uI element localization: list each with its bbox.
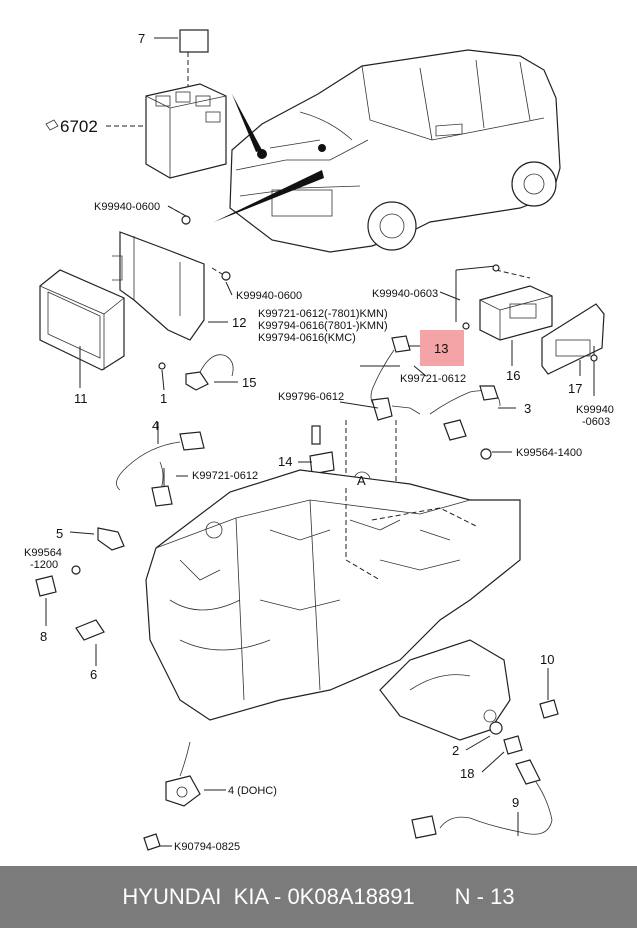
label-10: 10	[540, 652, 554, 667]
gasket-part-2	[465, 721, 503, 751]
label-13: 13	[434, 341, 448, 356]
label-6: 6	[90, 667, 97, 682]
label-circle-a: A	[357, 473, 366, 488]
label-16: 16	[506, 368, 520, 383]
label-11: 11	[74, 391, 88, 406]
label-3: 3	[524, 401, 531, 416]
label-5: 5	[56, 526, 63, 541]
label-14: 14	[278, 454, 292, 469]
sensor-part-8	[35, 565, 81, 626]
label-k99940-0603-a: K99940-0603	[372, 288, 438, 300]
footer-part-number: HYUNDAI KIA - 0K08A18891	[122, 884, 415, 909]
ecu-part-11	[39, 269, 125, 388]
part-labels: 7 6702 K99940-0600 K99940-0600 K99940-06…	[24, 31, 614, 853]
sensor-part-4	[116, 422, 205, 507]
label-k99564-1400: K99564-1400	[516, 447, 582, 459]
part-13-highlight	[420, 330, 464, 366]
label-1: 1	[160, 391, 167, 406]
leader-lines	[167, 205, 461, 409]
label-4-dohc: 4 (DOHC)	[228, 785, 277, 797]
sensor-part-5	[69, 527, 125, 551]
label-k99794-kmc: K99794-0616(KMC)	[258, 332, 356, 344]
label-2: 2	[452, 743, 459, 758]
label-k99721-7801: K99721-0612(-7801)KMN)	[258, 308, 388, 320]
sensor-part-10	[539, 668, 559, 719]
oxygen-sensor-part-9	[411, 759, 553, 839]
sensor-part-18	[481, 735, 523, 773]
label-7: 7	[138, 31, 145, 46]
parts-diagram: 7 6702 K99940-0600 K99940-0600 K99940-06…	[24, 29, 614, 853]
sensor-part-6	[75, 619, 105, 666]
label-k99796-0612: K99796-0612	[278, 391, 344, 403]
label-k99940-b-top: K99940	[576, 404, 614, 416]
label-9: 9	[512, 795, 519, 810]
vehicle-illustration	[214, 49, 561, 253]
module-part-16	[455, 264, 553, 366]
footer-page: N - 13	[454, 884, 515, 909]
catalog-footer: HYUNDAI KIA - 0K08A18891 N - 13	[0, 866, 637, 928]
label-k99721-0612-a: K99721-0612	[400, 373, 466, 385]
label-k99940-0600-a: K99940-0600	[94, 201, 160, 213]
label-k99564-bottom: -1200	[30, 559, 58, 571]
label-6702: 6702	[60, 117, 98, 136]
sensor-part-15	[158, 354, 238, 391]
sensor-part-3	[429, 385, 516, 460]
part-13-group	[360, 330, 464, 421]
bracket-part-17	[541, 303, 605, 396]
label-4-top: 4	[152, 418, 159, 433]
label-k99940-b-bottom: -0603	[582, 416, 610, 428]
label-12: 12	[232, 315, 246, 330]
label-17: 17	[568, 381, 582, 396]
label-k90794-0825: K90794-0825	[174, 841, 240, 853]
label-18: 18	[460, 766, 474, 781]
label-k99721-0612-b: K99721-0612	[192, 470, 258, 482]
label-15: 15	[242, 375, 256, 390]
label-k99564-top: K99564	[24, 547, 62, 559]
label-k99940-0600-b: K99940-0600	[236, 290, 302, 302]
label-8: 8	[40, 629, 47, 644]
label-k99794-7801: K99794-0616(7801-)KMN)	[258, 320, 388, 332]
ecu-bracket-part-12	[112, 205, 231, 341]
engine-block	[145, 469, 521, 741]
relay-part-7	[154, 29, 209, 90]
fuse-box-6702	[45, 83, 227, 179]
sensor-part-4-dohc	[143, 741, 226, 851]
